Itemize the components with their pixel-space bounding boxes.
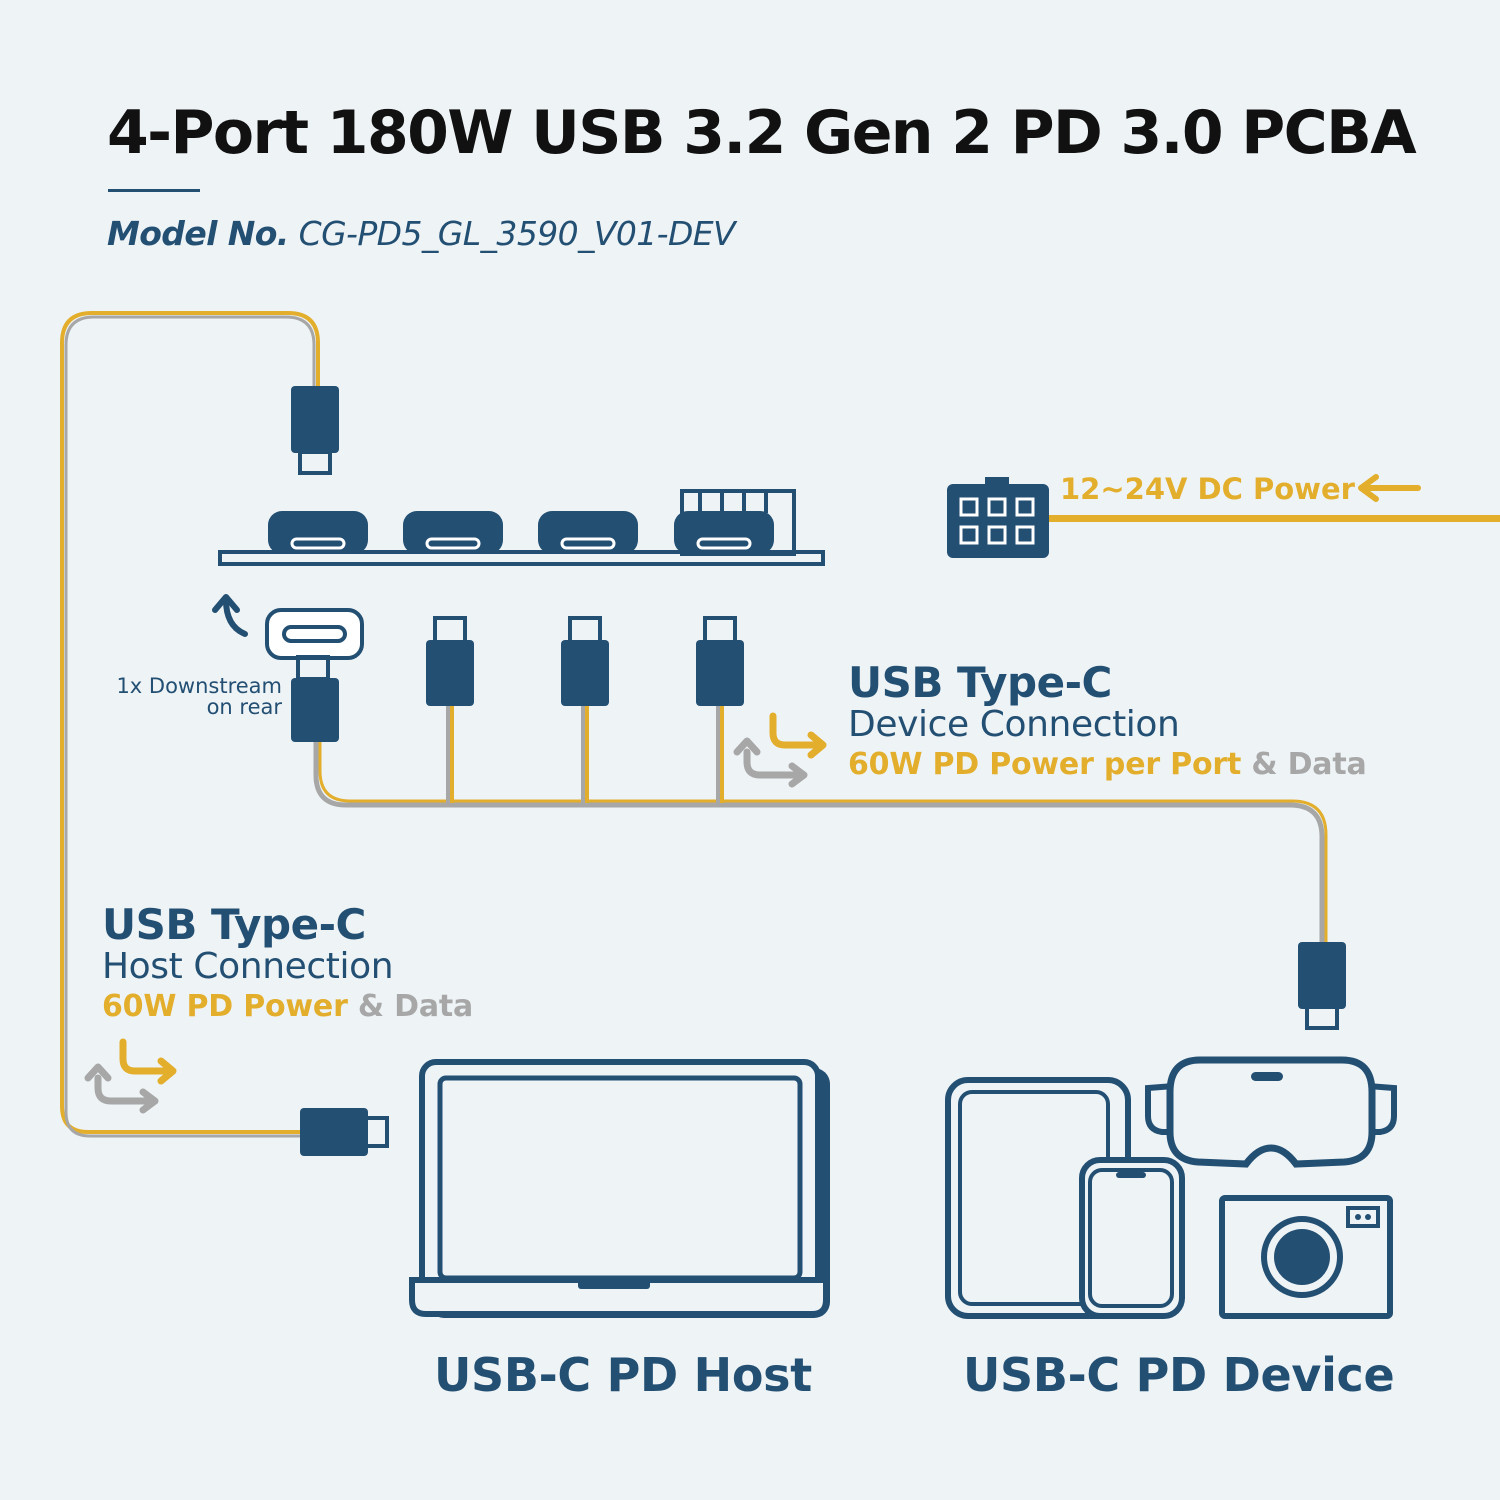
curved-up-arrow-icon <box>212 594 248 637</box>
bidirectional-arrows-icon <box>84 1038 177 1114</box>
dc-power-line <box>1046 515 1500 522</box>
laptop-icon <box>409 1059 830 1318</box>
device-power-text: 60W PD Power per Port <box>848 747 1242 782</box>
usb-c-plug-icon <box>696 616 744 706</box>
usb-c-port-icon <box>403 511 503 554</box>
rear-note-line1: 1x Downstream <box>116 674 282 698</box>
host-connection-heading: USB Type-C <box>102 900 366 949</box>
usb-c-plug-icon <box>426 616 474 706</box>
device-connection-heading: USB Type-C <box>848 658 1112 707</box>
usb-c-port-icon <box>674 511 774 554</box>
rear-usb-c-port-icon <box>265 608 364 742</box>
usb-c-plug-icon <box>291 386 339 475</box>
usb-c-plug-icon <box>561 616 609 706</box>
title-divider <box>108 189 200 192</box>
host-connection-info: USB Type-C Host Connection 60W PD Power … <box>102 902 473 1028</box>
page-title: 4-Port 180W USB 3.2 Gen 2 PD 3.0 PCBA <box>107 98 1417 168</box>
model-number: Model No. CG-PD5_GL_3590_V01-DEV <box>107 214 736 253</box>
device-connection-power: 60W PD Power per Port & Data <box>848 744 1367 786</box>
usb-c-port-icon <box>538 511 638 554</box>
host-connection-power: 60W PD Power & Data <box>102 986 473 1028</box>
bidirectional-arrows-icon <box>733 712 827 788</box>
phone-icon <box>1079 1157 1185 1319</box>
host-connection-subheading: Host Connection <box>102 946 394 987</box>
device-connection-subheading: Device Connection <box>848 704 1180 745</box>
vr-headset-icon <box>1145 1056 1397 1168</box>
left-arrow-icon <box>1358 474 1421 502</box>
model-label: Model No. <box>107 214 289 253</box>
device-connection-info: USB Type-C Device Connection 60W PD Powe… <box>848 660 1367 786</box>
host-label: USB-C PD Host <box>434 1348 812 1402</box>
host-data-text: & Data <box>357 989 474 1024</box>
dc-power-label: 12~24V DC Power <box>1060 472 1355 506</box>
rear-port-note: 1x Downstream on rear <box>88 676 282 718</box>
device-data-text: & Data <box>1251 747 1367 782</box>
device-label: USB-C PD Device <box>963 1348 1395 1402</box>
dc-power-connector-icon <box>947 477 1049 558</box>
host-cable <box>60 311 320 1138</box>
usb-c-plug-icon <box>300 1108 389 1156</box>
usb-c-plug-icon <box>1298 942 1346 1030</box>
host-power-text: 60W PD Power <box>102 989 348 1024</box>
camera-icon <box>1219 1195 1393 1319</box>
model-value: CG-PD5_GL_3590_V01-DEV <box>298 214 736 253</box>
rear-note-line2: on rear <box>206 695 282 719</box>
usb-c-port-icon <box>268 511 368 554</box>
device-cable <box>313 705 1328 945</box>
